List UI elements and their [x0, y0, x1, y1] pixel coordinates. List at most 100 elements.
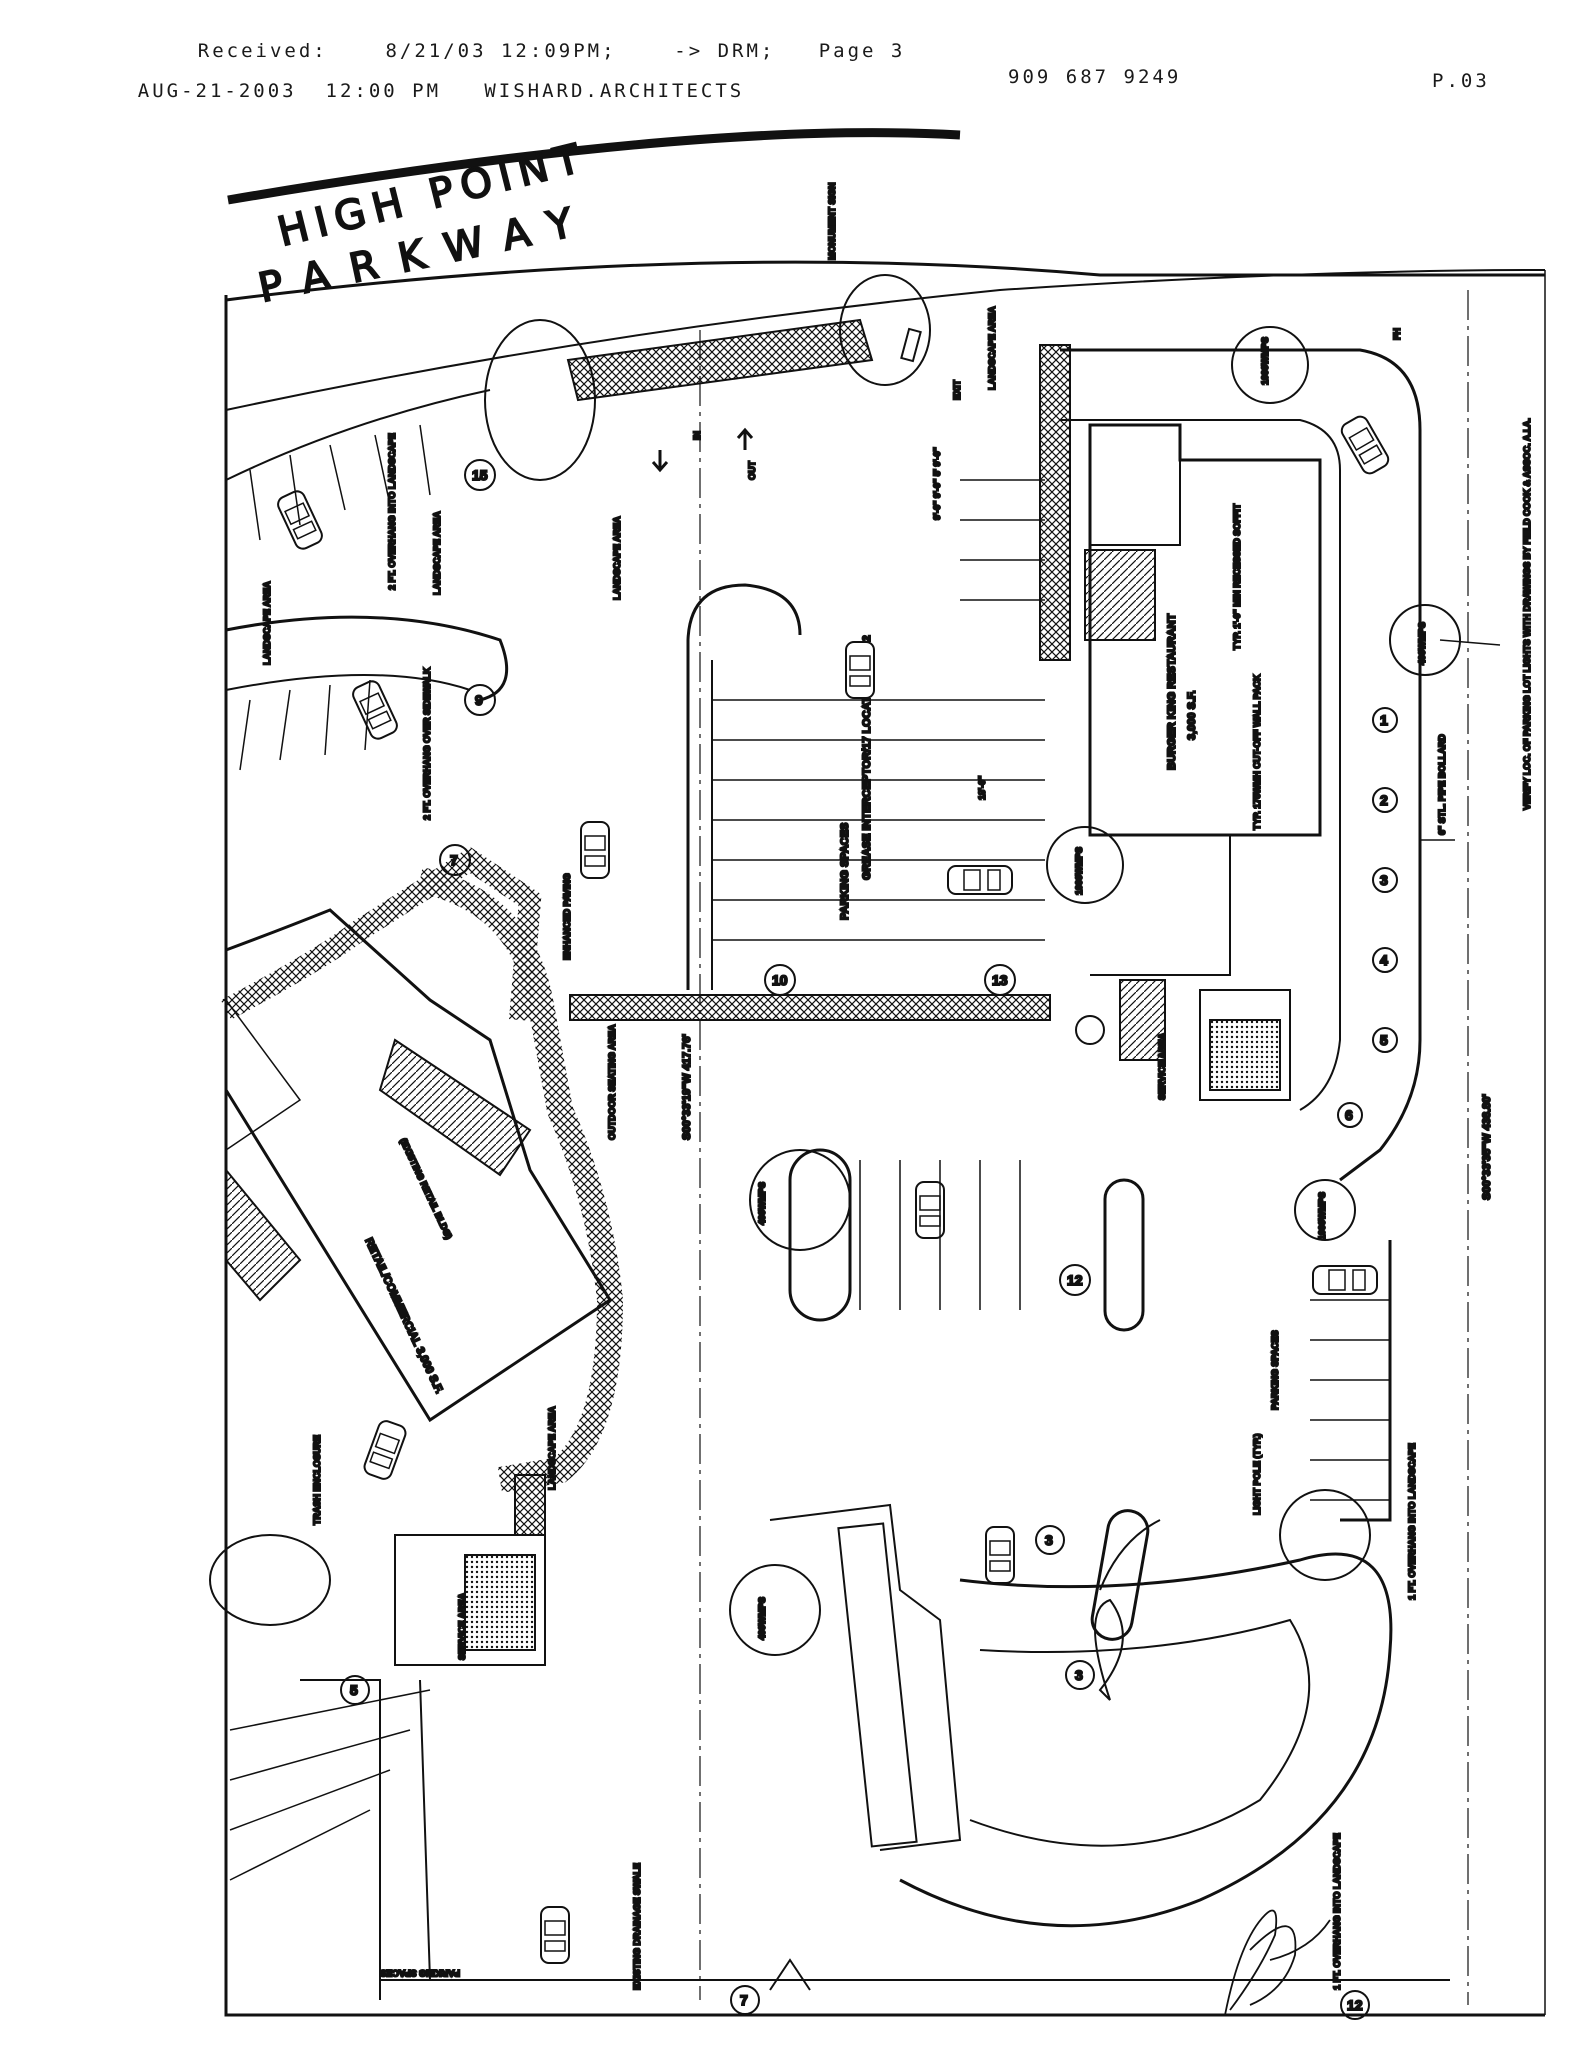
parking-island-south-2	[788, 1148, 852, 1322]
car-9	[985, 1526, 1015, 1584]
stall-num-5: 5	[1380, 1032, 1388, 1048]
light-fixture-7	[1279, 1489, 1371, 1581]
verify-note: VERIFY LOC. OF PARKING LOT LIGHTS WITH D…	[1522, 418, 1532, 810]
fixture-label-4: 400WMPS	[757, 1182, 767, 1225]
received-datetime: 8/21/03 12:09PM;	[385, 40, 617, 62]
space-count-13: 13	[992, 972, 1008, 988]
exit-label: EXIT	[952, 379, 962, 400]
parkway-bold-curb	[227, 128, 961, 205]
landscape-island-2	[839, 274, 931, 386]
outdoor-seating-label: OUTDOOR SEATING AREA	[607, 1024, 617, 1140]
parking-stripes-main	[712, 479, 1045, 941]
retail-building-outline	[224, 908, 613, 1423]
space-count-7b: 7	[740, 1992, 748, 2008]
stall-num-6: 6	[1345, 1107, 1353, 1123]
space-count-3b: 3	[1075, 1667, 1083, 1683]
landscape-label-3: LANDSCAPE AREA	[262, 581, 272, 665]
service-area-label-2: SERVICE AREA	[457, 1592, 467, 1660]
space-count-5: 5	[350, 1682, 358, 1698]
fax-sender-line: AUG-21-2003 12:00 PM WISHARD.ARCHITECTS	[80, 58, 744, 124]
in-arrow-label: IN	[692, 431, 702, 440]
received-label: Received:	[197, 40, 328, 62]
light-fixture-3	[1046, 826, 1124, 904]
light-fixture-1	[1231, 326, 1309, 404]
car-2	[947, 865, 1013, 895]
car-10	[361, 1417, 409, 1483]
out-arrow-label: OUT	[747, 461, 757, 481]
space-count-10: 10	[772, 972, 788, 988]
fax-destination: -> DRM;	[674, 40, 776, 62]
overhang-label-2: 2 FT. OVERHANG INTO LANDSCAPE	[387, 433, 397, 590]
parking-island-south-1	[1103, 1178, 1145, 1332]
entry-crosswalk	[566, 318, 874, 402]
space-count-15: 15	[472, 467, 488, 483]
south-drive-curve	[899, 1552, 1393, 1928]
landscape-label-2: LANDSCAPE AREA	[612, 516, 622, 600]
crosswalk-south	[569, 994, 1051, 1021]
crosswalk-east	[1039, 344, 1071, 661]
car-8	[1312, 1265, 1378, 1295]
car-11	[540, 1906, 570, 1964]
fax-page-number: Page 3	[818, 40, 906, 62]
stall-num-2: 2	[1380, 792, 1388, 808]
retail-entry-stairs	[378, 1038, 532, 1177]
space-count-markers	[340, 459, 1370, 2020]
retail-label: RETAIL/COMMERCIAL 3,000 S.F.	[362, 1236, 445, 1395]
wall-pack-label: TYP. 175WMH CUT-OFF WALL PACK	[1252, 674, 1262, 830]
parking-spaces-label-3: PARKING SPACES	[380, 1968, 460, 1978]
stall-num-3: 3	[1380, 872, 1388, 888]
landscape-label-1: LANDSCAPE AREA	[432, 511, 442, 595]
fire-hydrant-label: FH	[1392, 328, 1402, 340]
restaurant-entry-stairs	[1084, 549, 1156, 641]
dim-18: 18'-0"	[977, 776, 987, 800]
landscape-label-4: LANDSCAPE AREA	[987, 306, 997, 390]
landscape-curb-west	[225, 615, 509, 702]
space-count-12: 12	[1067, 1272, 1083, 1288]
drive-thru-lane-inner	[1060, 419, 1341, 1111]
service-area-label-1: SERVICE AREA	[1157, 1032, 1167, 1100]
parking-stripes-south	[229, 1160, 1390, 1881]
space-count-12b: 12	[1347, 1997, 1363, 2013]
bearing-label-1: S00°33'19"W 417.76'	[681, 1034, 693, 1140]
space-count-9: 9	[475, 692, 483, 708]
enhanced-paving-band	[417, 867, 624, 1493]
drive-thru-lane-outer	[1060, 348, 1422, 1182]
parking-island-north	[686, 583, 802, 990]
car-6	[349, 677, 401, 743]
service-area-enclosure	[1199, 989, 1291, 1101]
light-fixture-6	[729, 1564, 821, 1656]
parking-spaces-label-1: PARKING SPACES	[839, 823, 851, 920]
fax-date: AUG-21-2003	[137, 80, 297, 102]
bearing-label-2: S00°33'35"W 438.80'	[1481, 1094, 1493, 1200]
monument-sign-label: MONUMENT SIGN	[827, 183, 837, 261]
stall-dimensions: 9'-0" 9'-0" 5' 9'-0"	[932, 447, 942, 520]
fax-sender: WISHARD.ARCHITECTS	[484, 80, 745, 102]
restaurant-area: 3,000 S.F.	[1186, 690, 1198, 740]
fax-time: 12:00 PM	[325, 80, 442, 102]
reviewer-signature	[1224, 1909, 1331, 2016]
stall-num-1: 1	[1380, 712, 1388, 728]
fax-page-code: P.03	[1432, 70, 1490, 92]
fixture-label-3: 1000WMPS	[1074, 847, 1084, 895]
space-count-3a: 3	[1045, 1532, 1053, 1548]
light-pole-label: LIGHT POLE (TYP.)	[1252, 1434, 1262, 1515]
car-1	[845, 641, 875, 699]
restaurant-name: BURGER KING RESTAURANT	[1166, 613, 1178, 770]
trash-enclosure-label: TRASH ENCLOSURE	[312, 1435, 322, 1525]
light-fixture-5	[1294, 1179, 1356, 1241]
south-building-outline	[769, 1503, 962, 1851]
overhang-label-1: 1 FT. OVERHANG INTO LANDSCAPE	[1407, 1443, 1417, 1600]
sheet-border	[224, 295, 1545, 2017]
fax-phone: 909 687 9249	[1008, 66, 1182, 88]
landscape-island-1	[484, 319, 596, 481]
fixture-label-6: 400WMPS	[757, 1597, 767, 1640]
car-3	[580, 821, 610, 879]
existing-drainage-label: EXISTING DRAINAGE SWALE	[632, 1863, 642, 1990]
car-4	[1337, 412, 1393, 478]
parking-spaces-label-2: PARKING SPACES	[1270, 1330, 1280, 1410]
fax-received-line: Received: 8/21/03 12:09PM; -> DRM; Page …	[140, 18, 905, 84]
overhang-label-3: 2 FT. OVERHANG OVER SIDEWALK	[422, 667, 432, 820]
fixture-label-1: 1000WMPS	[1260, 337, 1270, 385]
